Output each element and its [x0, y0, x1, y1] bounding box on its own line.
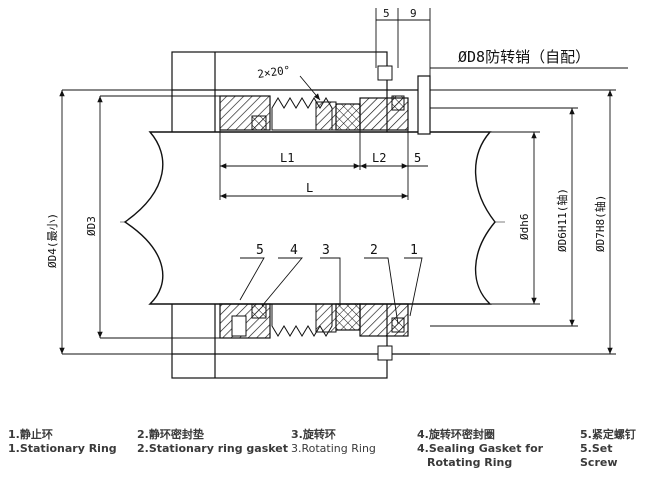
- callout-4: 4: [290, 243, 298, 258]
- dim-top-2: 9: [410, 7, 417, 20]
- callout-5: 5: [256, 243, 264, 258]
- L-label: L: [306, 181, 313, 195]
- legend-1-en: 1.Stationary Ring: [8, 442, 117, 455]
- legend-4-en: 4.Sealing Gasket for: [417, 442, 544, 455]
- part-callout-leaders: [239, 257, 423, 325]
- angle-leader: [299, 75, 321, 101]
- D7-label: ØD7H8(轴): [593, 195, 607, 252]
- upper-seal-assembly: [219, 65, 431, 135]
- legend-1-cn: 1.静止环: [8, 428, 53, 441]
- dh6-label: Ødh6: [518, 214, 531, 241]
- legend-item-3: 3.旋转环 3.Rotating Ring: [291, 428, 376, 456]
- legend-2-en: 2.Stationary ring gasket: [137, 442, 289, 455]
- legend-5-cn: 5.紧定螺钉: [580, 428, 636, 441]
- legend-2-cn: 2.静环密封垫: [137, 428, 204, 441]
- callout-1: 1: [410, 243, 418, 258]
- legend-item-1: 1.静止环 1.Stationary Ring: [8, 428, 117, 456]
- mechanical-seal-drawing: 5 9 ØD8防转销（自配） 2×20° L1 L2 5 L ØD4(最小): [46, 7, 628, 379]
- callout-3: 3: [322, 243, 330, 258]
- D6-label: ØD6H11(轴): [555, 188, 569, 252]
- D4-label: ØD4(最小): [46, 213, 59, 268]
- pin-label: ØD8防转销（自配）: [458, 48, 590, 66]
- legend-item-5: 5.紧定螺钉 5.Set Screw: [580, 428, 650, 470]
- legend-4-cn: 4.旋转环密封圈: [417, 428, 495, 441]
- shaft: [123, 131, 496, 305]
- parts-legend: 1.静止环 1.Stationary Ring 2.静环密封垫 2.Statio…: [0, 428, 650, 481]
- lower-seal-assembly: [219, 303, 409, 361]
- angle-label: 2×20°: [257, 63, 292, 80]
- legend-3-en: 3.Rotating Ring: [291, 442, 376, 455]
- callout-2: 2: [370, 243, 378, 258]
- dim-top-1: 5: [383, 7, 390, 20]
- legend-4-en2: Rotating Ring: [427, 456, 513, 469]
- diameter-dimensions: [59, 89, 616, 355]
- legend-item-4: 4.旋转环密封圈 4.Sealing Gasket for Rotating R…: [417, 428, 543, 470]
- length-dimensions: [219, 130, 428, 200]
- L2-label: L2: [372, 151, 386, 165]
- L1-label: L1: [280, 151, 294, 165]
- top-dimensions: [375, 8, 431, 76]
- D3-label: ØD3: [85, 216, 98, 236]
- five-label: 5: [414, 151, 421, 165]
- legend-3-cn: 3.旋转环: [291, 428, 336, 441]
- legend-item-2: 2.静环密封垫 2.Stationary ring gasket: [137, 428, 288, 456]
- legend-5-en: 5.Set Screw: [580, 442, 618, 469]
